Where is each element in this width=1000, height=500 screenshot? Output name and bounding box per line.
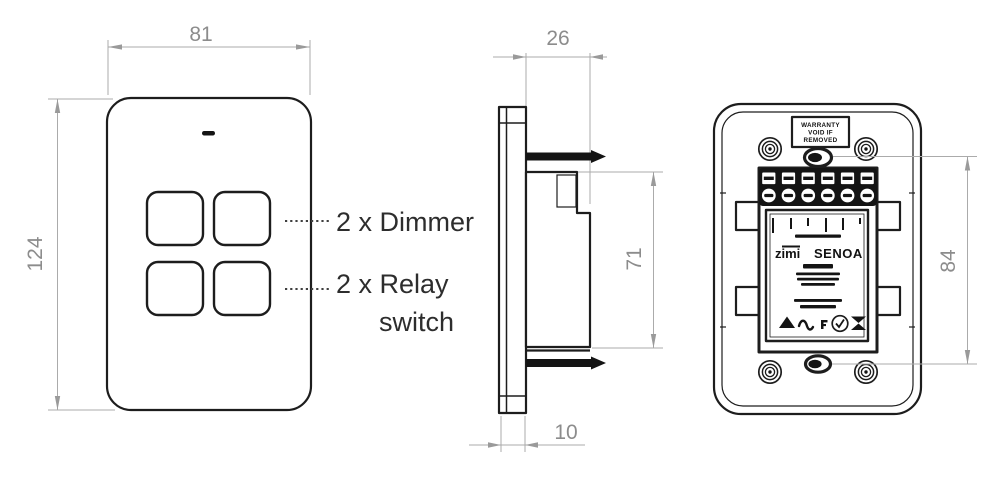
screw-top-right <box>853 136 879 162</box>
microtext-bar <box>803 264 833 269</box>
screw-top-left <box>757 136 783 162</box>
back-plate-inner-edge <box>721 111 914 407</box>
callout-relay-line1: 2 x Relay <box>336 269 449 299</box>
wave-mark-icon <box>797 319 815 331</box>
back-view: WARRANTY VOID IF REMOVED <box>712 102 977 416</box>
dim-label-depth: 26 <box>546 27 569 50</box>
wire-label-mark <box>772 218 774 233</box>
side-faceplate <box>497 105 528 415</box>
dimension-width: 81 <box>107 23 311 95</box>
microtext-bar <box>796 272 840 276</box>
dimension-depth: 26 <box>493 27 607 204</box>
dim-label-plate-thickness: 10 <box>554 421 577 444</box>
weee-bin-icon <box>851 316 866 330</box>
warranty-text-line2: VOID IF <box>808 130 833 137</box>
indicator-dash <box>202 131 215 136</box>
screw-bottom-left <box>757 359 783 385</box>
callout-dimmer: 2 x Dimmer <box>336 207 474 237</box>
terminal-1 <box>761 172 776 203</box>
brand-zimi: zimi <box>775 246 800 261</box>
warranty-sticker: WARRANTY VOID IF REMOVED <box>790 115 851 149</box>
dim-label-height: 124 <box>24 236 47 271</box>
microtext-bar <box>795 234 841 238</box>
button-relay-2 <box>212 260 272 317</box>
terminal-4 <box>820 172 835 203</box>
mounting-screw-top <box>526 150 606 163</box>
terminal-2 <box>781 172 796 203</box>
dimension-height: 124 <box>24 98 115 411</box>
dim-label-mount-spacing: 84 <box>937 249 960 273</box>
terminal-block <box>759 168 877 206</box>
dimension-mount-spacing: 84 <box>832 156 977 365</box>
callout-relay-line2: switch <box>379 307 454 337</box>
button-relay-1 <box>145 260 205 317</box>
button-dimmer-2 <box>212 190 272 247</box>
rcm-mark-icon <box>831 314 849 333</box>
warranty-text-line1: WARRANTY <box>801 122 840 129</box>
f-mark-icon <box>821 320 828 329</box>
dimension-plate-thickness: 10 <box>469 416 585 452</box>
wire-label-mark <box>825 218 827 232</box>
dim-label-body-height: 71 <box>623 247 646 270</box>
wire-label-mark <box>859 218 861 224</box>
warranty-text-line3: REMOVED <box>804 137 838 144</box>
microtext-bar <box>801 283 835 286</box>
button-dimmer-1 <box>145 190 205 247</box>
product-label: zimi SENOA <box>764 208 870 343</box>
side-clip-detail <box>556 174 577 208</box>
zimi-logo-overline <box>782 245 800 248</box>
warning-triangle-icon <box>779 316 795 328</box>
wire-label-mark <box>790 218 792 229</box>
dim-label-width: 81 <box>189 23 212 46</box>
side-body <box>524 170 592 349</box>
microtext-bar <box>794 299 842 302</box>
wire-label-mark <box>807 218 809 226</box>
microtext-bar <box>797 277 839 281</box>
front-view: 81 124 2 x Dimmer 2 x Relay switch <box>24 23 474 412</box>
microtext-bar <box>800 305 836 309</box>
front-plate <box>105 96 313 412</box>
mount-hole-bottom <box>803 354 833 374</box>
terminal-6 <box>860 172 875 203</box>
side-view: 26 71 10 <box>469 27 663 452</box>
brand-senoa: SENOA <box>814 246 863 261</box>
terminal-3 <box>801 172 816 203</box>
mounting-screw-bottom <box>526 356 606 370</box>
wire-label-mark <box>842 218 844 230</box>
dimension-body-height: 71 <box>578 171 663 349</box>
terminal-5 <box>840 172 855 203</box>
